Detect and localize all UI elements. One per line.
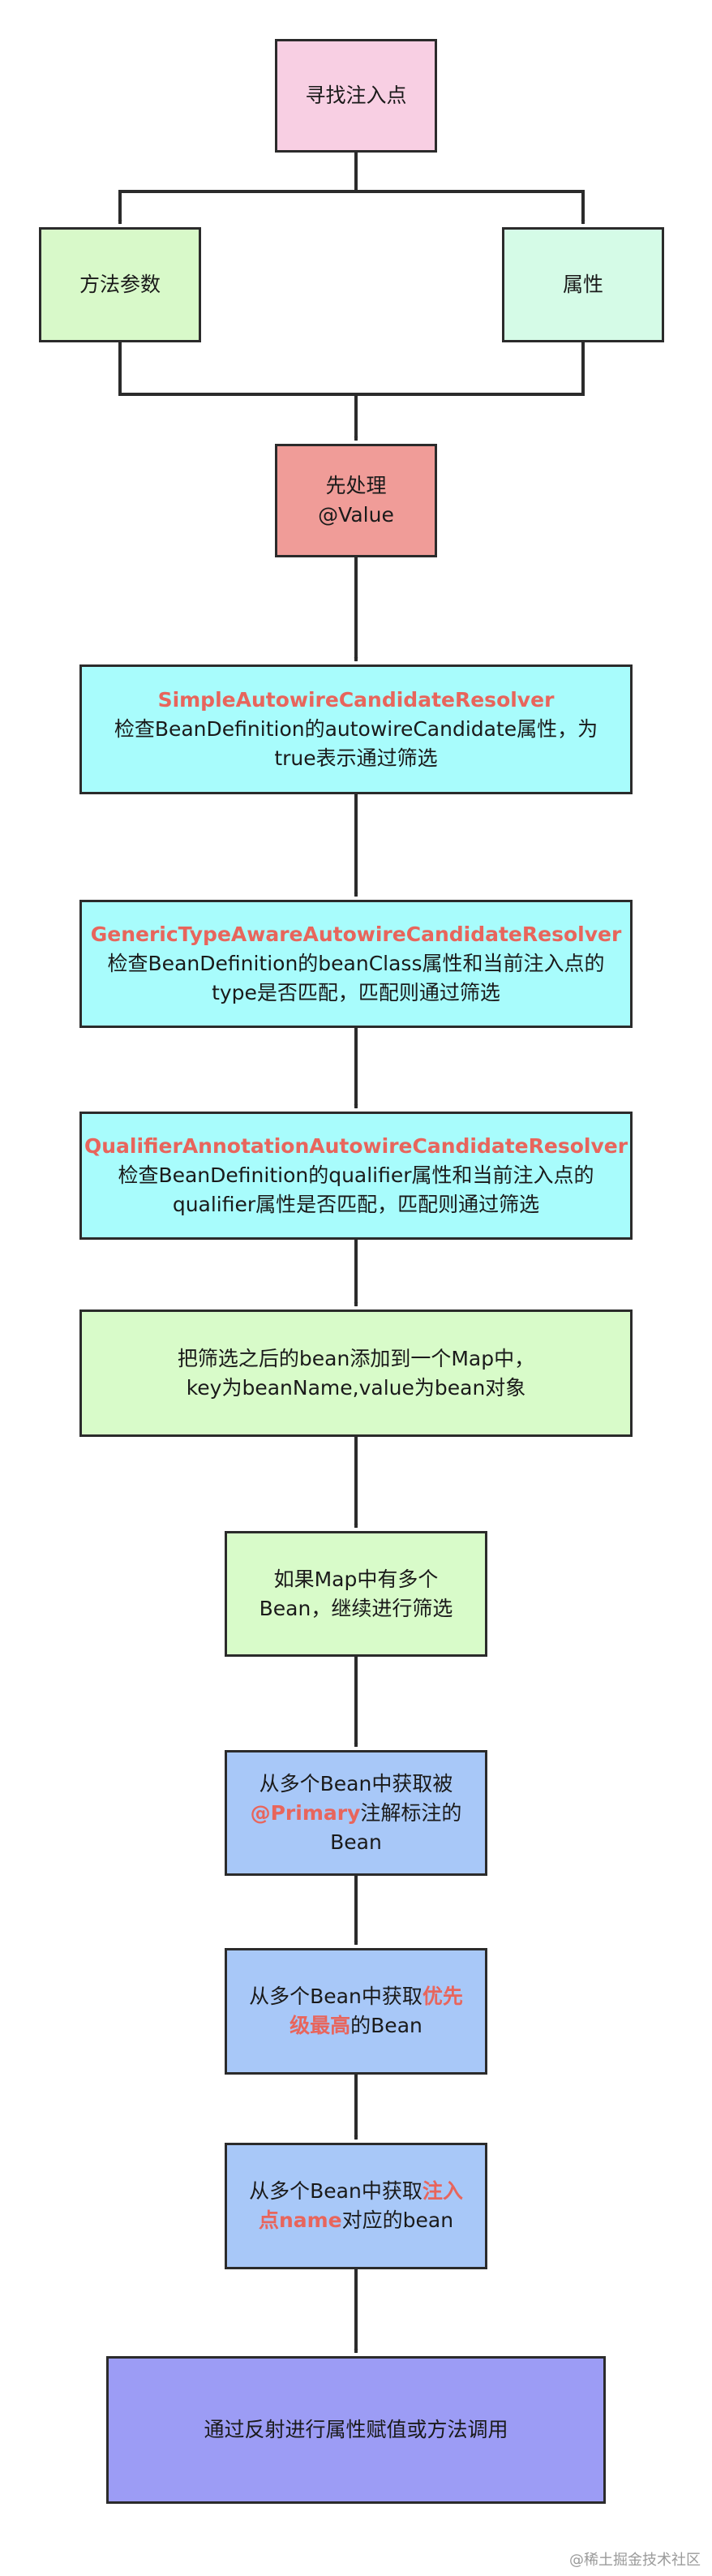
process-value-line1: 先处理 [325,474,387,497]
simple-resolver-title: SimpleAutowireCandidateResolver [157,688,555,712]
process-value-line2: @Value [318,503,394,527]
property-label: 属性 [562,273,603,296]
qualifier-resolver-title: QualifierAnnotationAutowireCandidateReso… [84,1134,628,1158]
highest-priority-highlight1: 优先 [422,1985,463,2008]
by-name-highlight1: 注入 [422,2179,463,2203]
qualifier-resolver-line2: qualifier属性是否匹配，匹配则通过筛选 [172,1193,540,1216]
by-name-post: 对应的bean [341,2208,454,2232]
connector-left-merge [118,342,356,396]
by-name-pre: 从多个Bean中获取 [249,2179,422,2203]
reflection-node: 通过反射进行属性赋值或方法调用 [106,2356,606,2504]
generic-resolver-line2: type是否匹配，匹配则通过筛选 [212,981,500,1004]
generic-resolver-title: GenericTypeAwareAutowireCandidateResolve… [90,922,622,946]
multiple-beans-line2: Bean，继续进行筛选 [259,1596,453,1620]
qualifier-resolver-node: QualifierAnnotationAutowireCandidateReso… [79,1112,633,1240]
add-to-map-node: 把筛选之后的bean添加到一个Map中， key为beanName,value为… [79,1310,633,1437]
primary-bean-highlight: @Primary [250,1800,361,1825]
highest-priority-post: 的Bean [350,2014,422,2037]
method-param-node: 方法参数 [39,227,201,342]
highest-priority-pre: 从多个Bean中获取 [249,1985,422,2008]
simple-resolver-node: SimpleAutowireCandidateResolver 检查BeanDe… [79,664,633,794]
multiple-beans-node: 如果Map中有多个 Bean，继续进行筛选 [225,1531,487,1657]
by-name-highlight2: 点name [258,2208,342,2232]
property-node: 属性 [502,227,664,342]
find-injection-point-node: 寻找注入点 [275,39,437,153]
primary-bean-node: 从多个Bean中获取被 @Primary注解标注的 Bean [225,1750,487,1876]
add-to-map-line2: key为beanName,value为bean对象 [186,1375,526,1400]
qualifier-resolver-line1: 检查BeanDefinition的qualifier属性和当前注入点的 [118,1163,594,1187]
generic-resolver-node: GenericTypeAwareAutowireCandidateResolve… [79,900,633,1028]
multiple-beans-line1: 如果Map中有多个 [273,1567,439,1591]
simple-resolver-line1: 检查BeanDefinition的autowireCandidate属性，为 [114,717,598,741]
method-param-label: 方法参数 [79,273,161,296]
reflection-label: 通过反射进行属性赋值或方法调用 [204,2418,508,2441]
generic-resolver-line1: 检查BeanDefinition的beanClass属性和当前注入点的 [107,952,605,975]
process-value-node: 先处理 @Value [275,444,437,557]
highest-priority-highlight2: 级最高 [290,2014,351,2037]
add-to-map-line1: 把筛选之后的bean添加到一个Map中， [177,1346,535,1370]
connector-split-left [118,190,356,225]
connector-split-right [356,190,585,225]
primary-bean-post: 注解标注的 [360,1800,462,1825]
watermark-text: @稀土掘金技术社区 [569,2552,701,2569]
primary-bean-line3: Bean [330,1830,382,1854]
by-name-node: 从多个Bean中获取注入 点name对应的bean [225,2143,487,2269]
find-injection-point-label: 寻找注入点 [305,84,407,107]
connector-right-merge [356,342,585,396]
highest-priority-node: 从多个Bean中获取优先 级最高的Bean [225,1948,487,2075]
primary-bean-pre: 从多个Bean中获取被 [259,1771,453,1795]
simple-resolver-line2: true表示通过筛选 [274,746,438,770]
